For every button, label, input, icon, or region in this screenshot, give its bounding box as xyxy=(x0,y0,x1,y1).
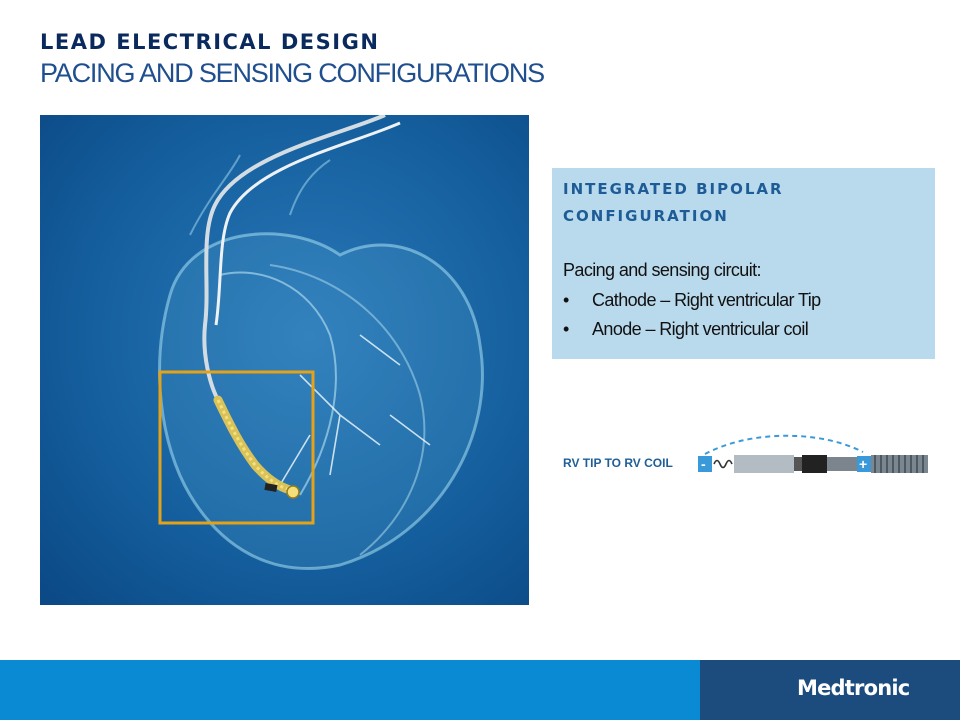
lead-body-icon xyxy=(734,455,794,473)
rv-tip-to-rv-coil-diagram: RV TIP TO RV COIL - + xyxy=(560,428,930,486)
heart-lead-illustration xyxy=(40,115,529,605)
slide-subtitle: PACING AND SENSING CONFIGURATIONS xyxy=(40,58,545,88)
bullet-text: Cathode – Right ventricular Tip xyxy=(592,290,821,310)
info-bullet-list: • Cathode – Right ventricular Tip • Anode … xyxy=(563,286,821,344)
info-intro: Pacing and sensing circuit: xyxy=(563,260,762,280)
slide-title: LEAD ELECTRICAL DESIGN xyxy=(40,30,380,54)
bullet-cathode: • Cathode – Right ventricular Tip xyxy=(563,286,821,315)
current-arc xyxy=(704,434,864,455)
heart-icon xyxy=(158,154,484,570)
highlight-box xyxy=(158,370,315,525)
plus-sign: + xyxy=(859,456,867,472)
bullet-glyph: • xyxy=(563,290,569,310)
tip-coil-icon xyxy=(713,459,733,469)
footer-logo-panel xyxy=(700,660,960,720)
lead-wire-icon xyxy=(202,115,401,499)
bullet-text: Anode – Right ventricular coil xyxy=(592,319,809,339)
minus-sign: - xyxy=(701,456,706,472)
bullet-glyph: • xyxy=(563,319,569,339)
diagram-label: RV TIP TO RV COIL xyxy=(563,456,673,470)
integrated-bipolar-info-box: INTEGRATED BIPOLAR CONFIGURATION Pacing … xyxy=(552,168,935,359)
info-heading: INTEGRATED BIPOLAR CONFIGURATION xyxy=(563,180,784,225)
medtronic-logo: Medtronic xyxy=(797,676,910,700)
bullet-anode: • Anode – Right ventricular coil xyxy=(563,315,821,344)
